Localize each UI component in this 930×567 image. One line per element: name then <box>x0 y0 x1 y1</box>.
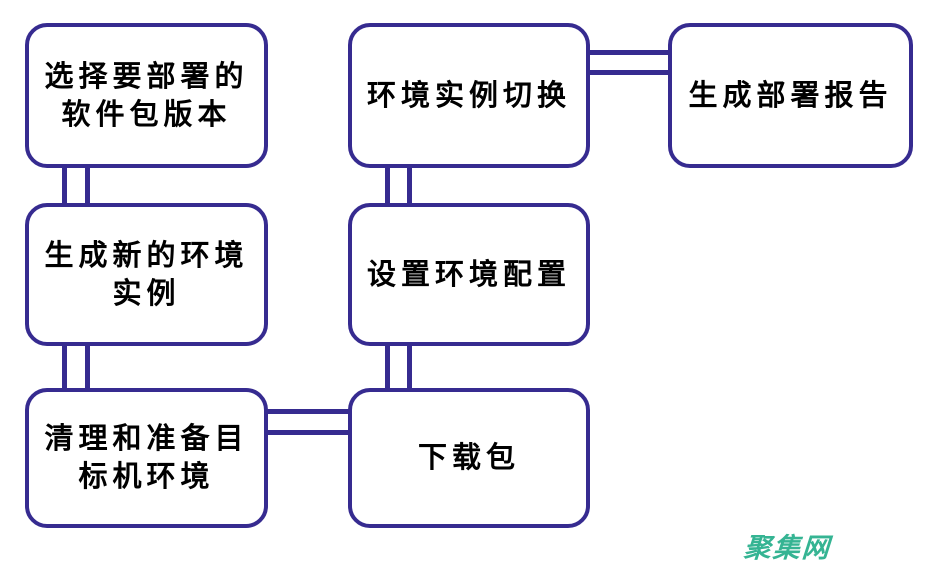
node-text-line: 选择要部署的 <box>44 60 249 93</box>
connector-config-to-download <box>385 344 412 391</box>
node-text-line: 设置环境配置 <box>366 258 571 291</box>
flow-node-clean-prepare-target-env: 清理和准备目 标机环境 <box>25 388 268 528</box>
node-text-line: 环境实例切换 <box>366 79 571 112</box>
connector-select-to-newenv <box>62 165 90 207</box>
flow-node-download-package: 下载包 <box>348 388 590 528</box>
flow-node-generate-deploy-report: 生成部署报告 <box>668 23 913 168</box>
connector-switch-to-config <box>385 165 412 207</box>
node-text-line: 实例 <box>112 277 181 310</box>
connector-switch-to-report <box>588 50 670 75</box>
flow-node-env-instance-switch: 环境实例切换 <box>348 23 590 168</box>
flow-node-select-package-version: 选择要部署的 软件包版本 <box>25 23 268 168</box>
node-text-line: 生成新的环境 <box>44 239 249 272</box>
node-text-line: 软件包版本 <box>61 98 232 131</box>
node-text-line: 标机环境 <box>78 461 215 493</box>
node-text-line: 下载包 <box>417 442 520 474</box>
flow-node-generate-new-env-instance: 生成新的环境 实例 <box>25 203 268 346</box>
connector-newenv-to-clean <box>62 344 90 391</box>
node-text-line: 生成部署报告 <box>688 79 893 112</box>
node-text-line: 清理和准备目 <box>44 423 249 455</box>
connector-clean-to-download <box>266 409 350 435</box>
watermark: 聚集网 <box>742 533 832 563</box>
flow-node-set-env-config: 设置环境配置 <box>348 203 590 346</box>
